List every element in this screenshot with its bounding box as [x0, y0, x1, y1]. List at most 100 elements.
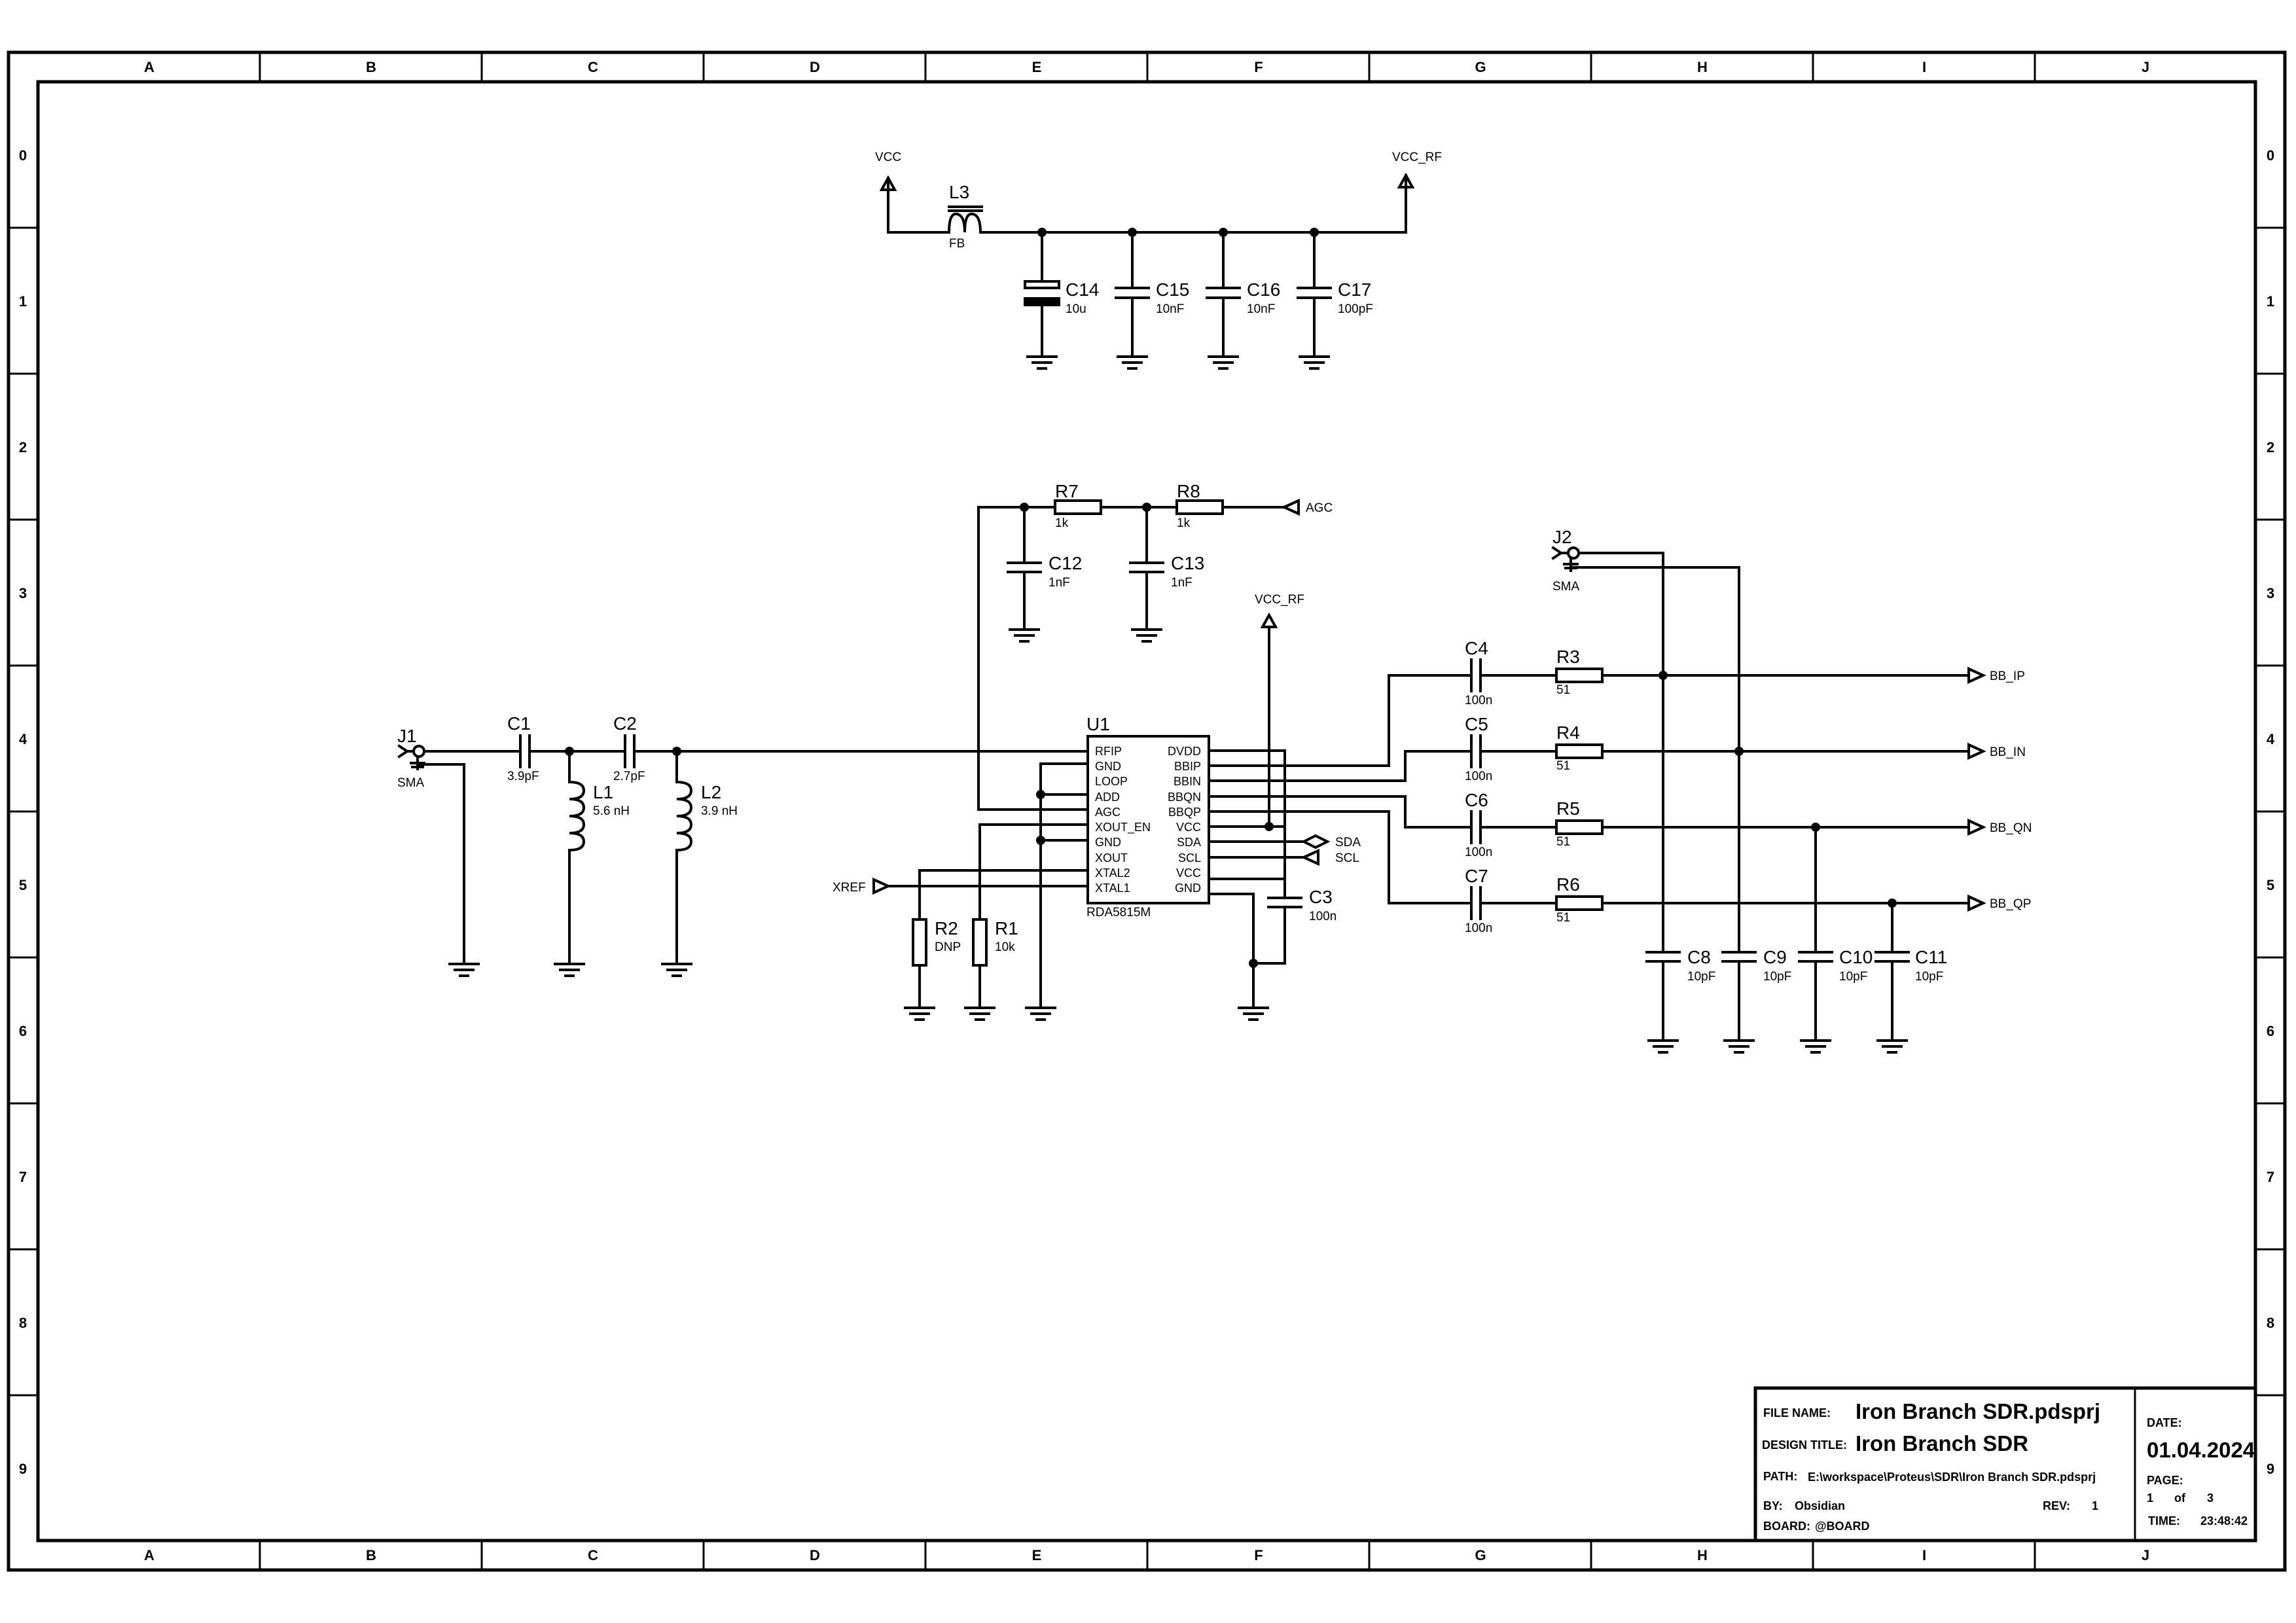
grid-col-label: A	[144, 1547, 154, 1563]
value-label: 2.7pF	[613, 770, 645, 783]
pin-label: AGC	[1095, 806, 1121, 819]
grid-col-label: H	[1697, 59, 1708, 75]
resistor-r1[interactable]: R1 10k	[972, 918, 1018, 967]
capacitor-c6[interactable]: C6 100n	[1465, 790, 1492, 859]
pin-label: BBQN	[1168, 791, 1201, 804]
ic-u1-rda5815m[interactable]: U1 RDA5815M RFIP GND LOOP ADD AGC XOUT_E…	[1086, 714, 1210, 919]
bb-qn-net-port[interactable]: BB_QN	[1967, 818, 2032, 836]
capacitor-c9[interactable]: C9 10pF	[1721, 947, 1791, 1042]
value-label: 10pF	[1839, 970, 1867, 984]
capacitor-c3[interactable]: C3 100n	[1267, 878, 1336, 965]
net-label-bb-qn: BB_QN	[1990, 821, 2032, 835]
capacitor-c11[interactable]: C11 10pF	[1874, 902, 1947, 1042]
page-total: 3	[2207, 1491, 2214, 1505]
capacitor-c7[interactable]: C7 100n	[1465, 866, 1492, 935]
by-value: Obsidian	[1795, 1499, 1845, 1512]
inductor-l1[interactable]: L1 5.6 nH	[567, 750, 630, 965]
ref-label: L2	[701, 782, 721, 802]
grid-row-label: 4	[19, 731, 27, 747]
capacitor-c15[interactable]: C15 10nF	[1115, 231, 1189, 358]
net-label-scl: SCL	[1335, 851, 1359, 865]
bb-qp-net-port[interactable]: BB_QP	[1967, 894, 2031, 912]
ground-symbol	[1208, 355, 1239, 370]
pin-label: XOUT	[1095, 851, 1128, 865]
ground-symbol	[1876, 1039, 1908, 1054]
capacitor-c2[interactable]: C2 2.7pF	[613, 713, 645, 783]
time-label: TIME:	[2148, 1514, 2180, 1527]
file-name-value: Iron Branch SDR.pdsprj	[1856, 1399, 2100, 1423]
resistor-r3[interactable]: R3 51	[1555, 647, 1604, 697]
grid-col-label: E	[1032, 1547, 1042, 1563]
page-number: 1	[2147, 1491, 2153, 1505]
vcc-power-port[interactable]: VCC	[875, 151, 901, 234]
connector-j2[interactable]: J2 SMA	[1551, 527, 1580, 594]
pin-label: BBIP	[1174, 760, 1201, 773]
vcc-rf-power-port[interactable]: VCC_RF	[1255, 593, 1304, 628]
value-label: 10nF	[1156, 302, 1184, 316]
inductor-l3[interactable]: L3 FB	[947, 182, 983, 251]
rev-label: REV:	[2043, 1499, 2070, 1512]
baseband-output-section: J2 SMA C4 100n R3 51 BB_IP	[1388, 527, 2032, 1054]
inductor-l2[interactable]: L2 3.9 nH	[675, 750, 738, 965]
ground-symbol	[1800, 1039, 1831, 1054]
capacitor-c5[interactable]: C5 100n	[1465, 714, 1492, 783]
grid-col-label: D	[810, 1547, 820, 1563]
value-label: SMA	[397, 776, 425, 790]
value-label: SMA	[1552, 580, 1580, 594]
resistor-r2[interactable]: R2 DNP	[912, 918, 961, 967]
grid-row-label: 3	[19, 585, 27, 601]
file-name-label: FILE NAME:	[1763, 1406, 1831, 1419]
capacitor-c16[interactable]: C16 10nF	[1206, 231, 1280, 358]
net-label-sda: SDA	[1335, 836, 1361, 849]
capacitor-c4[interactable]: C4 100n	[1465, 638, 1492, 707]
board-value: @BOARD	[1815, 1520, 1870, 1533]
capacitor-c17[interactable]: C17 100pF	[1297, 231, 1373, 358]
value-label: 10nF	[1247, 302, 1275, 316]
pin-label: GND	[1095, 836, 1121, 849]
ref-label: C5	[1465, 714, 1488, 734]
capacitor-c12[interactable]: C12 1nF	[1007, 506, 1082, 631]
value-label: 10u	[1066, 302, 1086, 316]
value-label: 1k	[1177, 516, 1191, 530]
grid-row-label: 1	[19, 293, 27, 310]
grid-row-label: 0	[2267, 147, 2274, 164]
pin-label: XOUT_EN	[1095, 821, 1151, 834]
resistor-r4[interactable]: R4 51	[1555, 722, 1604, 773]
capacitor-c8[interactable]: C8 10pF	[1645, 947, 1715, 1042]
resistor-r7[interactable]: R7 1k	[1054, 481, 1102, 530]
pin-label: XTAL2	[1095, 866, 1130, 880]
value-label: 100n	[1465, 921, 1492, 935]
bb-in-net-port[interactable]: BB_IN	[1967, 742, 2026, 760]
vcc-rf-power-port[interactable]: VCC_RF	[1392, 151, 1442, 234]
net-label-vcc-rf: VCC_RF	[1392, 151, 1442, 164]
capacitor-c13[interactable]: C13 1nF	[1129, 506, 1204, 631]
bb-ip-net-port[interactable]: BB_IP	[1967, 666, 2025, 685]
page-of: of	[2174, 1491, 2186, 1505]
capacitor-c14[interactable]: C14 10u	[1024, 231, 1099, 358]
sda-net-port[interactable]: SDA	[1300, 834, 1361, 849]
ref-label: C2	[613, 713, 637, 734]
value-label: 51	[1556, 835, 1570, 849]
value-label: 5.6 nH	[593, 804, 630, 818]
ref-label: R5	[1556, 798, 1580, 819]
capacitor-c10[interactable]: C10 10pF	[1798, 826, 1873, 1042]
ref-label: R6	[1556, 874, 1580, 895]
value-label: 51	[1556, 683, 1570, 697]
ref-label: L1	[593, 782, 613, 802]
grid-row-label: 6	[2267, 1023, 2274, 1039]
capacitor-c1[interactable]: C1 3.9pF	[507, 713, 539, 783]
agc-net-port[interactable]: AGC	[1281, 498, 1333, 516]
resistor-r6[interactable]: R6 51	[1555, 874, 1604, 925]
ground-symbol	[1238, 1007, 1269, 1021]
resistor-r5[interactable]: R5 51	[1555, 798, 1604, 849]
resistor-r8[interactable]: R8 1k	[1175, 481, 1224, 530]
xref-net-port[interactable]: XREF	[833, 877, 891, 895]
ground-symbol	[554, 963, 585, 977]
value-label: FB	[949, 237, 965, 251]
value-label: 100n	[1465, 770, 1492, 783]
scl-net-port[interactable]: SCL	[1300, 848, 1359, 866]
pin-label: GND	[1095, 760, 1121, 773]
ref-label: U1	[1086, 714, 1110, 734]
connector-j1[interactable]: J1 SMA	[397, 726, 425, 790]
pin-label: BBQP	[1168, 806, 1201, 819]
